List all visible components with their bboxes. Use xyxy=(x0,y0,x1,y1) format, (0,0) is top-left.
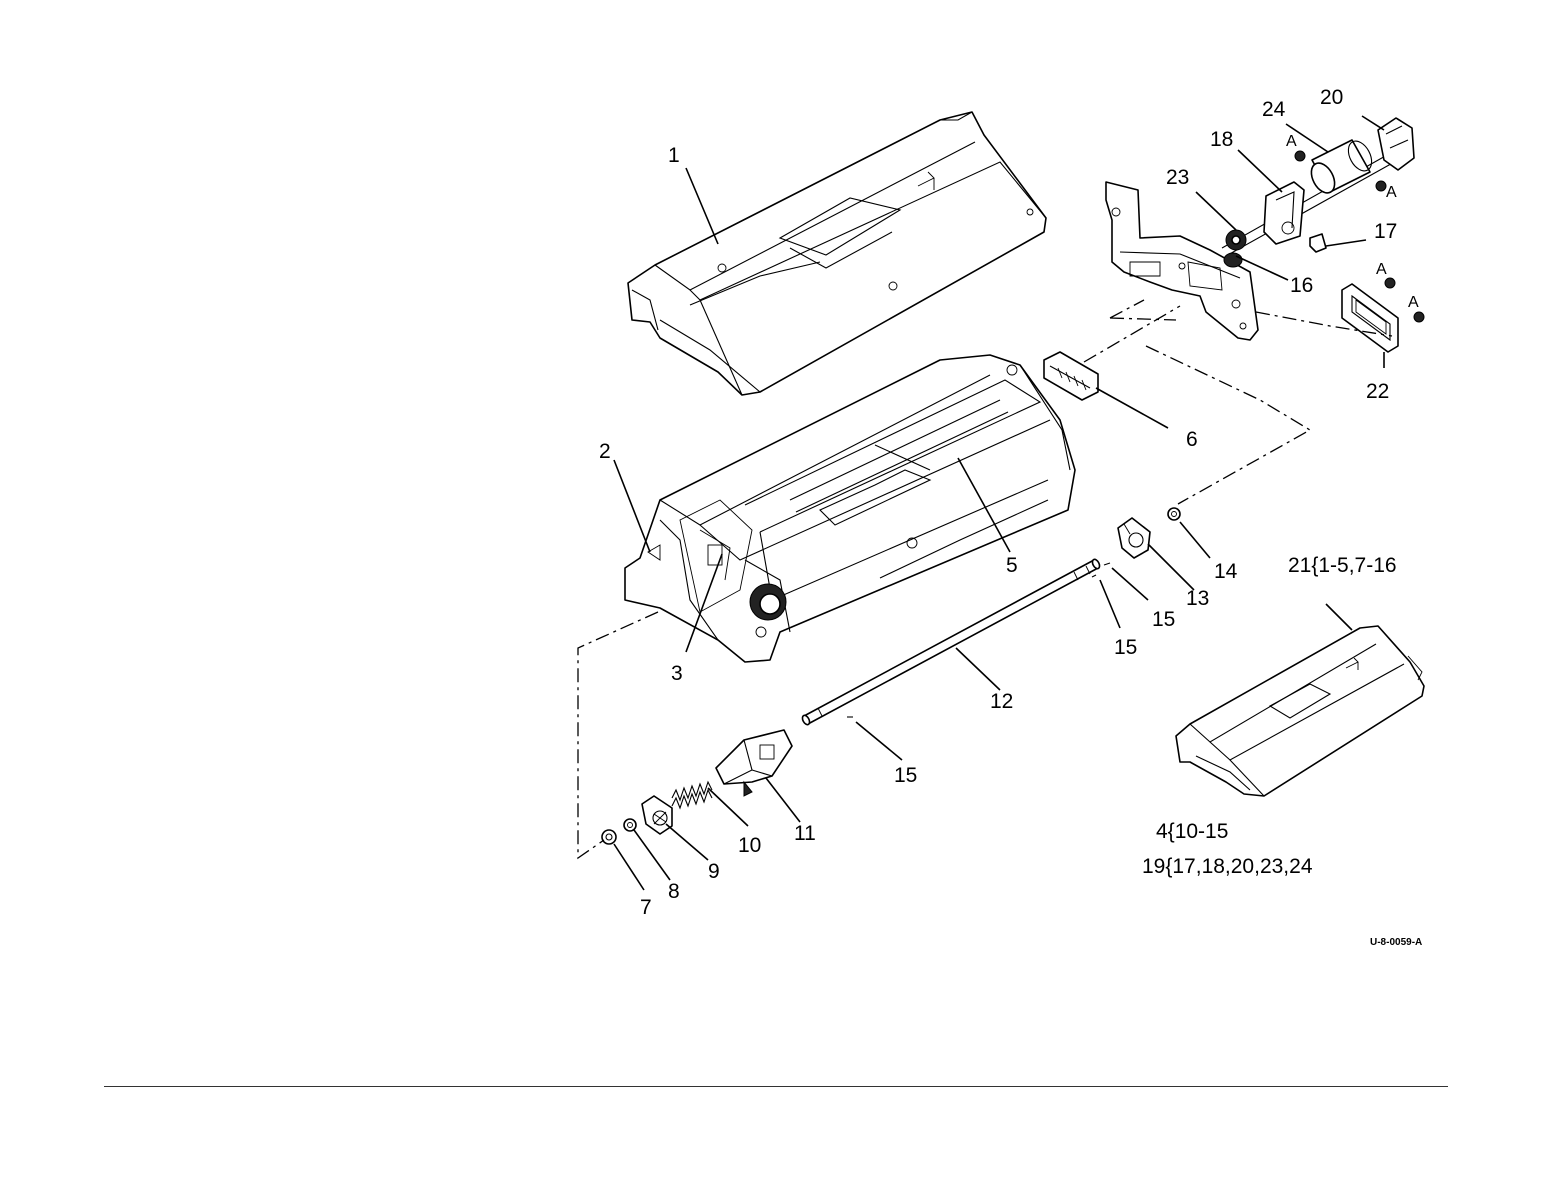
part-1-top-cover xyxy=(628,112,1046,395)
callout-8: 8 xyxy=(668,880,680,903)
callout-16: 16 xyxy=(1290,274,1313,297)
ref-mark-a-2: A xyxy=(1386,184,1397,201)
callout-1: 1 xyxy=(668,144,680,167)
callout-24: 24 xyxy=(1262,98,1286,121)
part-10-spring xyxy=(672,782,712,808)
ref-mark-a-3: A xyxy=(1376,261,1387,278)
callout-15-a: 15 xyxy=(1152,608,1175,631)
callout-13: 13 xyxy=(1186,587,1209,610)
part-9-cam xyxy=(642,796,672,834)
part-8-ring xyxy=(624,819,636,831)
callout-11: 11 xyxy=(794,822,816,845)
callout-20: 20 xyxy=(1320,86,1343,109)
callout-9: 9 xyxy=(708,860,720,883)
kit-19-label: 19{17,18,20,23,24 xyxy=(1142,855,1313,878)
callout-23: 23 xyxy=(1166,166,1189,189)
callout-2: 2 xyxy=(599,440,611,463)
kit-4-label: 4{10-15 xyxy=(1156,820,1228,843)
footer-rule xyxy=(104,1086,1448,1087)
callout-3: 3 xyxy=(671,662,683,685)
kit-21-label: 21{1-5,7-16 xyxy=(1288,554,1397,577)
callout-7: 7 xyxy=(640,896,652,919)
callout-12: 12 xyxy=(990,690,1013,713)
callout-14: 14 xyxy=(1214,560,1238,583)
callout-15-c: 15 xyxy=(894,764,917,787)
part-11-bracket xyxy=(716,730,792,796)
callout-5: 5 xyxy=(1006,554,1018,577)
callout-6: 6 xyxy=(1186,428,1198,451)
callout-18: 18 xyxy=(1210,128,1233,151)
callout-17: 17 xyxy=(1374,220,1397,243)
assembly-21-view xyxy=(1176,626,1424,796)
callout-22: 22 xyxy=(1366,380,1389,403)
ref-mark-a-4: A xyxy=(1408,294,1419,311)
ref-mark-a-1: A xyxy=(1286,133,1297,150)
part-13-cam xyxy=(1118,518,1150,558)
callout-15-b: 15 xyxy=(1114,636,1137,659)
callout-10: 10 xyxy=(738,834,761,857)
figure-code: U-8-0059-A xyxy=(1370,937,1422,948)
part-7-bearing xyxy=(602,830,616,844)
part-22-gasket xyxy=(1342,284,1398,352)
part-14-ring xyxy=(1168,508,1180,520)
